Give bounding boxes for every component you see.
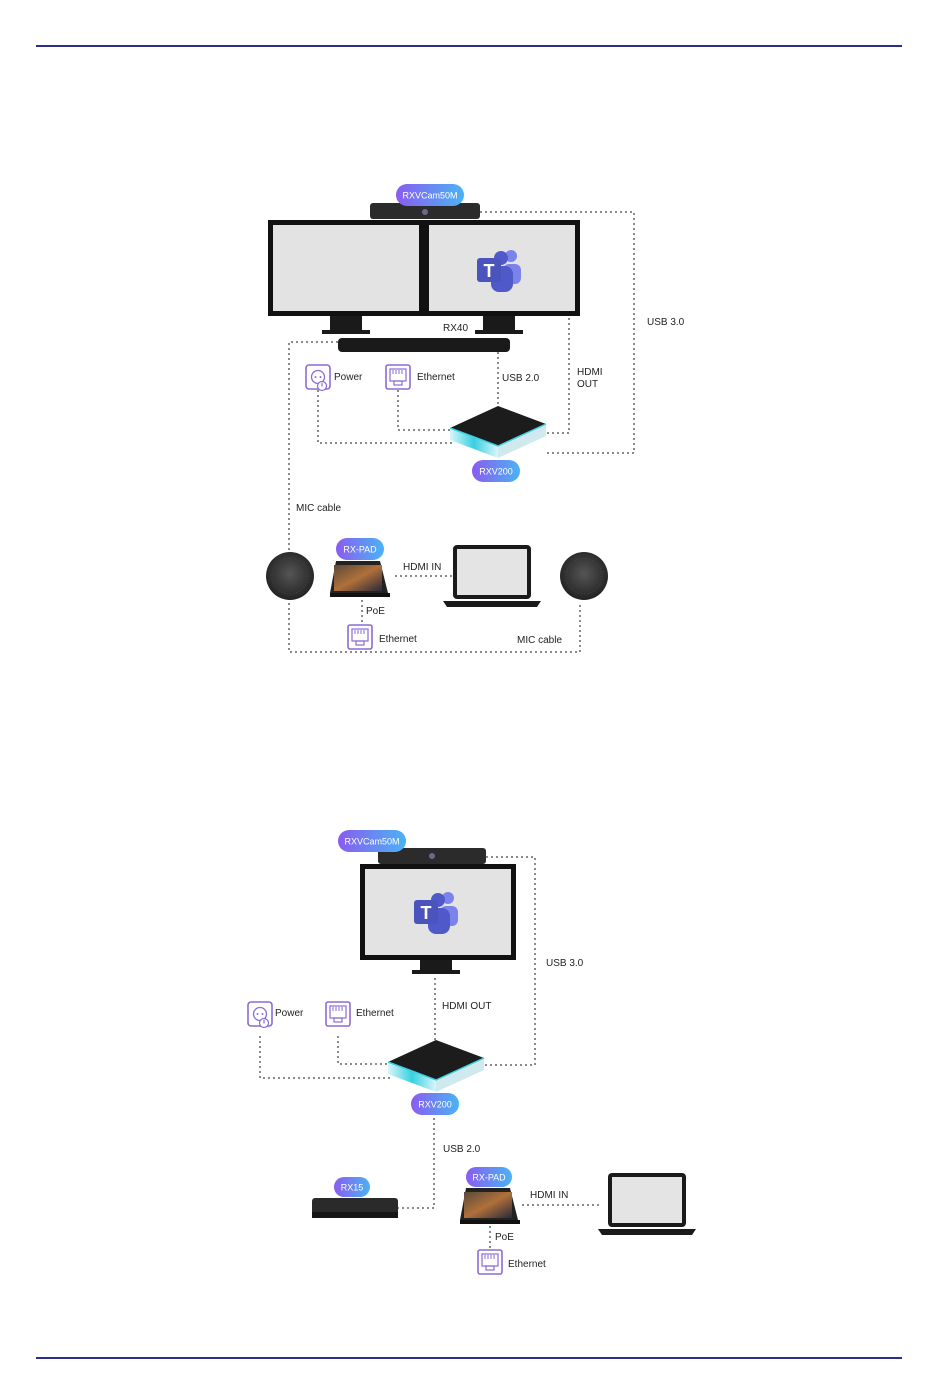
hdmi-in-label: HDMI IN	[403, 562, 441, 573]
usb20-label: USB 2.0	[502, 373, 540, 384]
pill-hub-label: RXV200	[479, 467, 513, 477]
pill-rx15-label: RX15	[341, 1183, 364, 1193]
pill-camera-1: RXVCam50M	[396, 184, 464, 206]
hdmi-out-label-line2: OUT	[577, 379, 598, 390]
diagram-2: RXVCam50M RXV200 RX15 RX-PAD USB 3.0 HDM…	[248, 830, 696, 1274]
power-line-1	[318, 390, 452, 443]
laptop-1	[443, 545, 541, 607]
power-line-2	[260, 1036, 392, 1078]
power-label: Power	[275, 1008, 304, 1019]
pill-pad-label: RX-PAD	[472, 1173, 506, 1183]
hdmi-out-line-1	[546, 318, 569, 433]
hdmi-out-label: HDMI OUT	[442, 1001, 491, 1012]
usb30-label: USB 3.0	[546, 958, 584, 969]
pill-hub-label: RXV200	[418, 1100, 452, 1110]
hdmi-in-label: HDMI IN	[530, 1190, 568, 1201]
pill-hub-2: RXV200	[411, 1093, 459, 1115]
power-outlet-icon	[306, 365, 330, 391]
usb30-label: USB 3.0	[647, 317, 685, 328]
pill-pad-1: RX-PAD	[336, 538, 384, 560]
poe-label: PoE	[366, 606, 385, 617]
ethernet-line-1	[398, 390, 450, 430]
power-label: Power	[334, 372, 363, 383]
usb20-label: USB 2.0	[443, 1144, 481, 1155]
camera-lens-2	[429, 853, 435, 859]
poe-label: PoE	[495, 1232, 514, 1243]
monitor-left-1	[268, 220, 424, 334]
soundbar-label: RX40	[443, 323, 468, 334]
pill-camera-2: RXVCam50M	[338, 830, 406, 852]
speaker-left-1	[266, 552, 314, 600]
ethernet-label-2: Ethernet	[379, 634, 417, 645]
ethernet-line-2	[338, 1036, 392, 1064]
speaker-right-1	[560, 552, 608, 600]
mic-cable-label-top: MIC cable	[296, 503, 341, 514]
ethernet-port-icon	[386, 365, 410, 389]
rx15-device	[312, 1198, 398, 1218]
ethernet-port-icon	[348, 625, 372, 649]
power-outlet-icon	[248, 1002, 272, 1028]
hdmi-out-label-line1: HDMI	[577, 367, 603, 378]
pill-camera-label: RXVCam50M	[402, 191, 457, 201]
ethernet-label: Ethernet	[417, 372, 455, 383]
ethernet-port-icon	[478, 1250, 502, 1274]
ethernet-port-icon	[326, 1002, 350, 1026]
laptop-2	[598, 1173, 696, 1235]
diagram-1: RXVCam50M RXV200 RX-PAD RX40 USB 3.0 USB…	[266, 184, 685, 652]
touch-pad-1	[330, 561, 390, 597]
usb20-line-2	[398, 1118, 434, 1208]
ethernet-label-2: Ethernet	[508, 1259, 546, 1270]
camera-lens-1	[422, 209, 428, 215]
pill-hub-1: RXV200	[472, 460, 520, 482]
ethernet-label: Ethernet	[356, 1008, 394, 1019]
soundbar-1	[338, 338, 510, 352]
hub-device-2	[388, 1040, 484, 1092]
pill-rx15: RX15	[334, 1177, 370, 1197]
mic-cable-label-bottom: MIC cable	[517, 635, 562, 646]
pill-camera-label: RXVCam50M	[344, 837, 399, 847]
pill-pad-2: RX-PAD	[466, 1167, 512, 1187]
hub-device-1	[450, 406, 546, 458]
pill-pad-label: RX-PAD	[343, 545, 377, 555]
touch-pad-2	[460, 1188, 520, 1224]
